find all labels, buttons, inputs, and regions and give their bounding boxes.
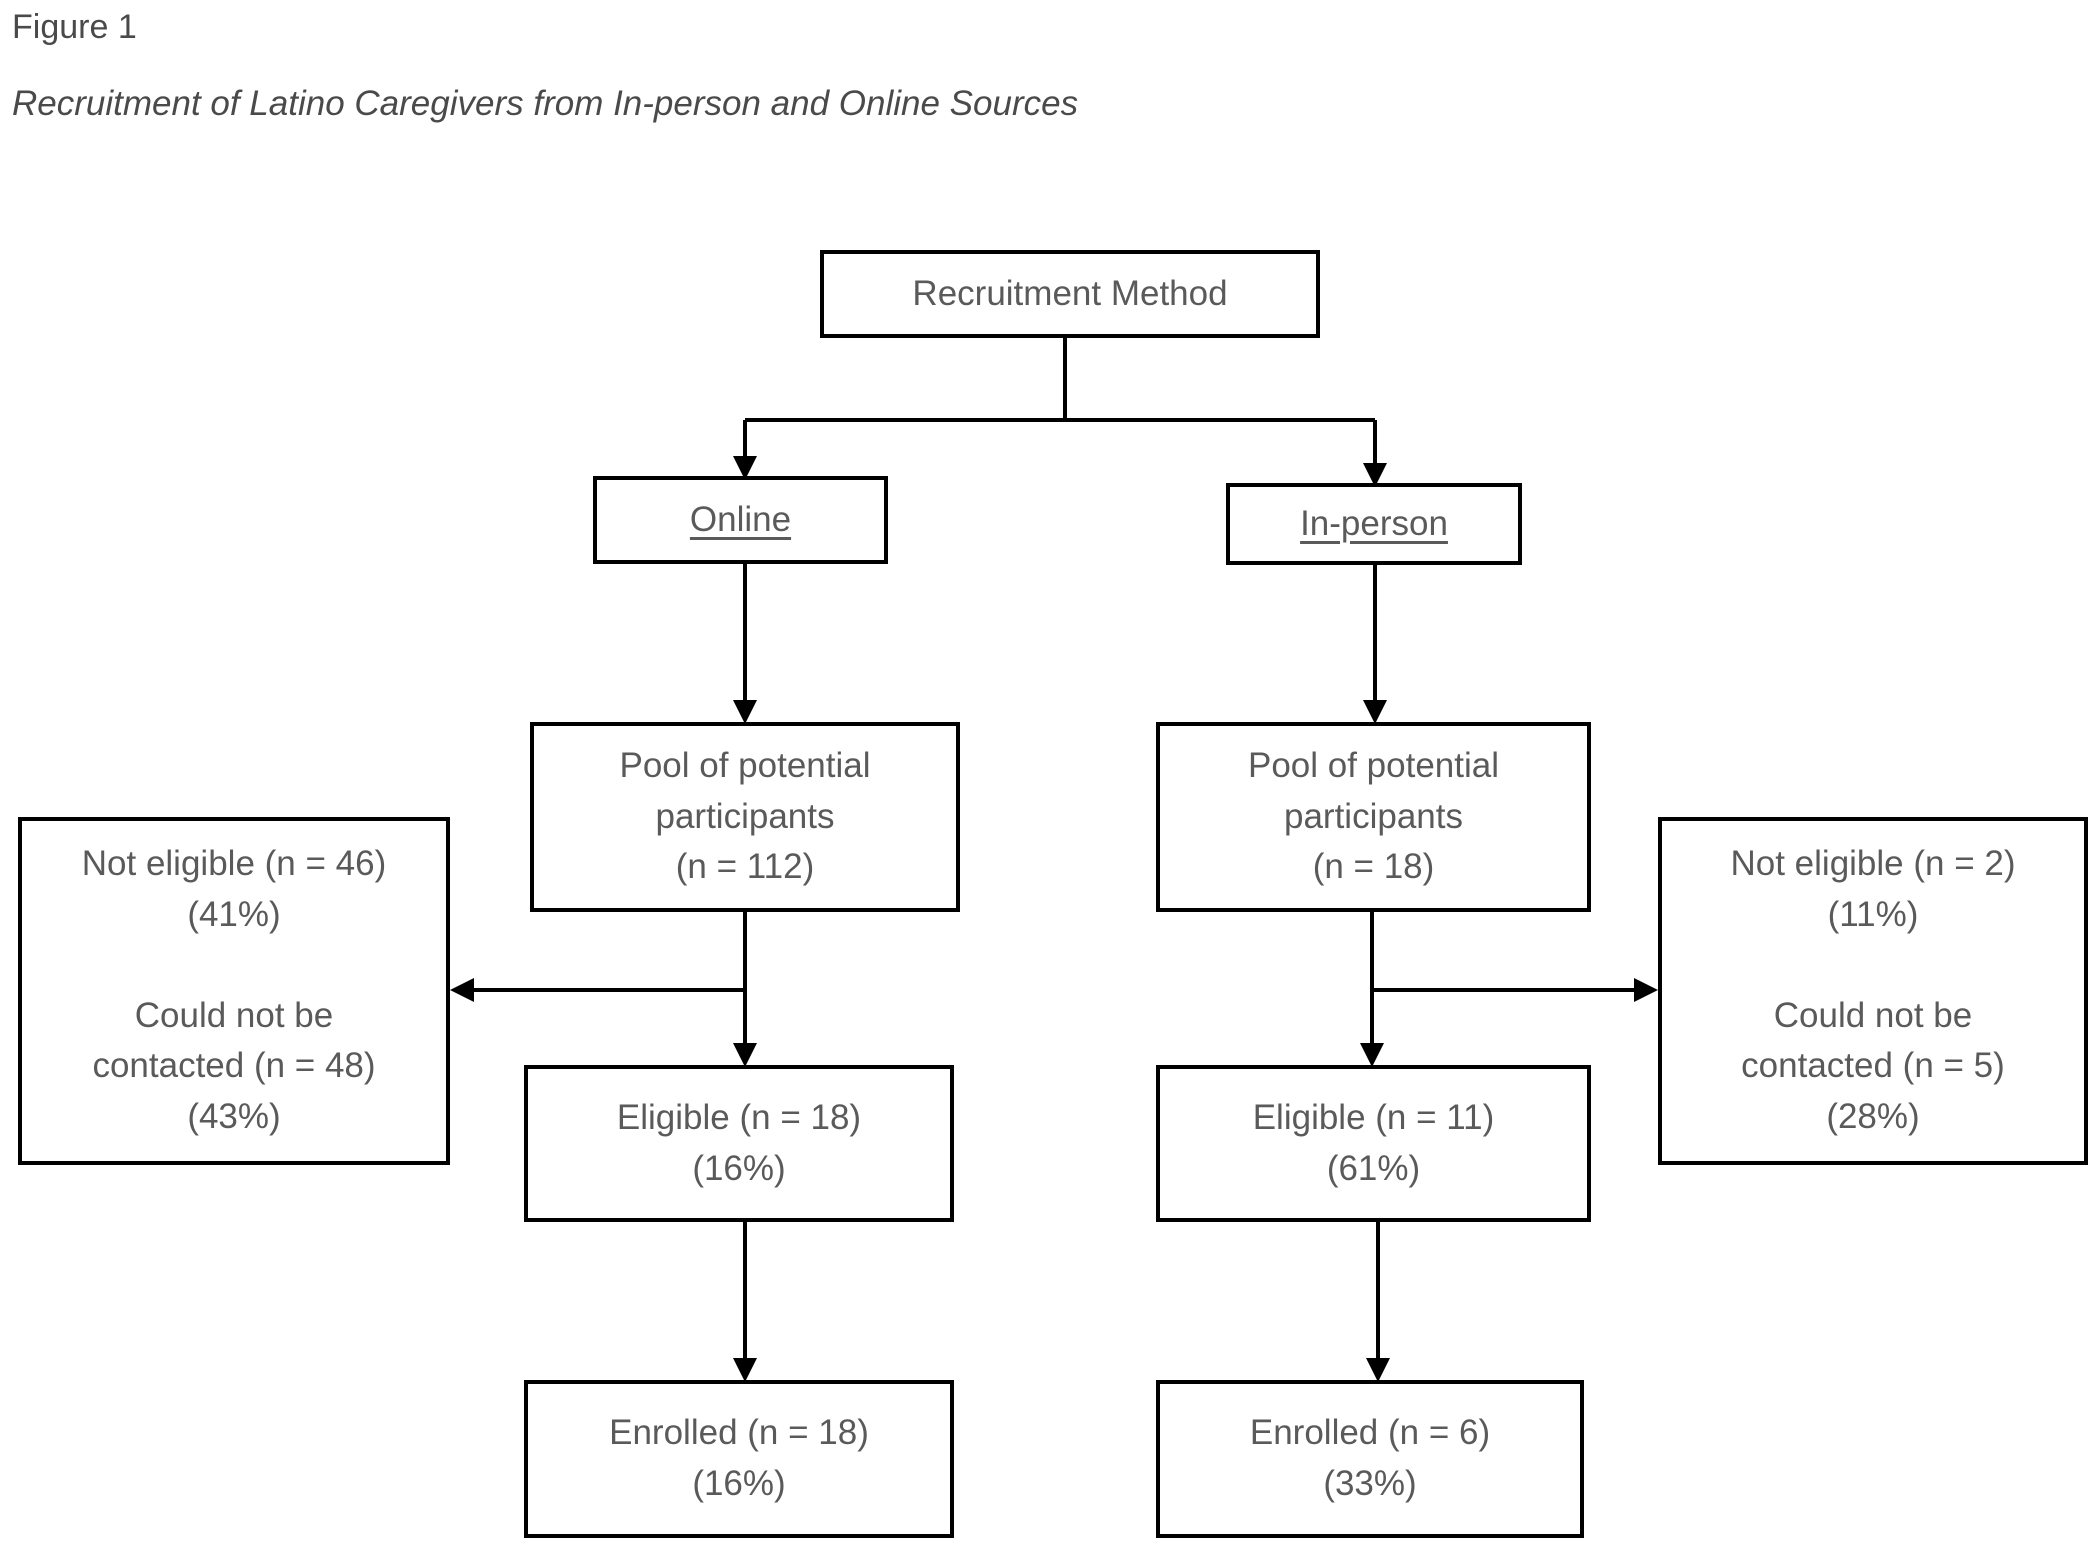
node-text: (16%) [692,1148,786,1188]
node-text: Not eligible (n = 2) [1730,844,2016,884]
node-text: contacted (n = 5) [1741,1046,2005,1086]
node-in-person-eligible: Eligible (n = 11) (61%) [1156,1065,1591,1222]
node-text: (11%) [1827,894,1919,934]
node-text: (28%) [1826,1097,1920,1137]
node-text: (n = 18) [1312,847,1435,887]
node-label: In-person [1300,503,1448,543]
node-in-person-excluded: Not eligible (n = 2) (11%) Could not be … [1658,817,2088,1165]
node-text: contacted (n = 48) [92,1046,376,1086]
node-text: Eligible (n = 18) [616,1097,862,1137]
node-online: Online [593,476,888,564]
node-text: Enrolled (n = 6) [1249,1413,1491,1453]
node-text: (n = 112) [675,847,815,887]
figure-title: Recruitment of Latino Caregivers from In… [12,84,1079,123]
node-text: Not eligible (n = 46) [81,844,387,884]
node-text: (33%) [1323,1464,1417,1503]
node-recruitment-method: Recruitment Method [820,250,1320,338]
figure-label: Figure 1 [12,8,137,46]
node-label: Online [689,499,792,539]
node-online-pool: Pool of potential participants (n = 112) [530,722,960,912]
node-online-eligible: Eligible (n = 18) (16%) [524,1065,954,1222]
node-text: Could not be [134,995,334,1035]
node-text: (41%) [187,894,281,934]
node-in-person: In-person [1226,483,1522,565]
node-text: Pool of potential [619,745,871,785]
node-text: participants [655,796,835,836]
node-text: (61%) [1326,1148,1421,1188]
node-label: Recruitment Method [912,273,1228,313]
node-text: (43%) [187,1097,281,1137]
node-text: Pool of potential [1247,745,1499,785]
node-text: (16%) [692,1464,786,1503]
node-online-enrolled: Enrolled (n = 18) (16%) [524,1380,954,1538]
node-text: Enrolled (n = 18) [609,1413,869,1453]
node-text: Eligible (n = 11) [1252,1097,1495,1137]
node-text: participants [1284,796,1463,836]
node-in-person-pool: Pool of potential participants (n = 18) [1156,722,1591,912]
node-online-excluded: Not eligible (n = 46) (41%) Could not be… [18,817,450,1165]
node-in-person-enrolled: Enrolled (n = 6) (33%) [1156,1380,1584,1538]
node-text: Could not be [1773,995,1973,1035]
